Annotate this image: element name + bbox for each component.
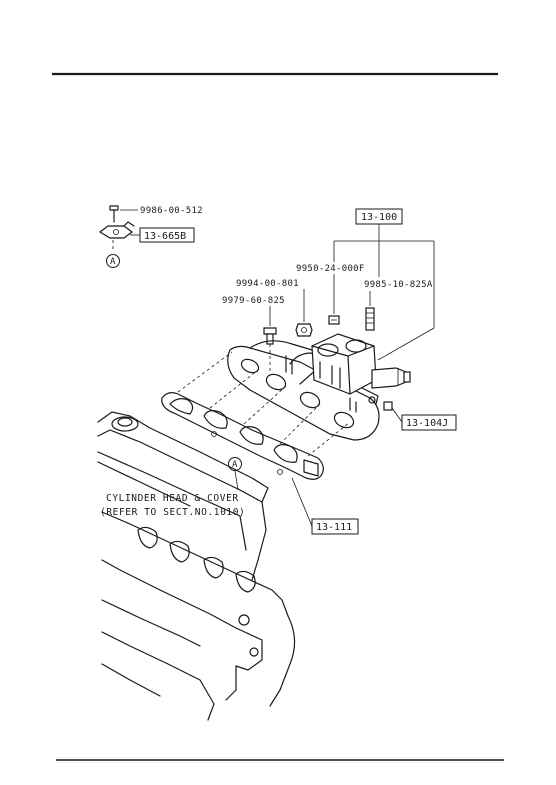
manifold-ref-label: 13-100 bbox=[361, 212, 397, 223]
leader-fitting-ref bbox=[391, 407, 403, 423]
manifold-ref-leaders bbox=[333, 224, 435, 361]
part-number-stud: 9985-10-825A bbox=[364, 280, 433, 290]
fitting-part bbox=[383, 401, 393, 411]
engine-note-line1: CYLINDER HEAD & COVER bbox=[106, 493, 239, 504]
bracket-ref-label: 13-665B bbox=[144, 231, 186, 242]
stud-part bbox=[365, 307, 375, 331]
engine-block bbox=[97, 411, 296, 721]
gasket-ref-box bbox=[311, 518, 359, 535]
reference-a-engine-leader bbox=[234, 470, 239, 491]
reference-a-top: A bbox=[110, 257, 116, 267]
part-number-screw-top: 9986-00-512 bbox=[140, 206, 203, 216]
part-number-washer: 9950-24-000F bbox=[296, 264, 365, 274]
bracket-assembly bbox=[99, 205, 135, 252]
part-number-nut: 9994-00-801 bbox=[236, 279, 299, 289]
fitting-ref-label: 13-104J bbox=[406, 418, 448, 429]
part-number-bolt: 9979-60-825 bbox=[222, 296, 285, 306]
gasket-ref-label: 13-111 bbox=[316, 522, 352, 533]
nut-part bbox=[295, 323, 313, 337]
alignment-lines bbox=[177, 344, 351, 457]
reference-a-engine: A bbox=[232, 460, 238, 470]
washer-part bbox=[328, 315, 340, 325]
part-leaders bbox=[269, 274, 371, 326]
leader-gasket-ref bbox=[291, 477, 313, 527]
reference-a-top-circle bbox=[106, 254, 120, 268]
gasket bbox=[161, 392, 324, 480]
bracket-ref-box bbox=[139, 227, 195, 243]
engine-note-line2: (REFER TO SECT.NO.1010) bbox=[100, 507, 245, 518]
fitting-ref-box bbox=[401, 414, 457, 431]
intake-manifold bbox=[227, 333, 411, 441]
